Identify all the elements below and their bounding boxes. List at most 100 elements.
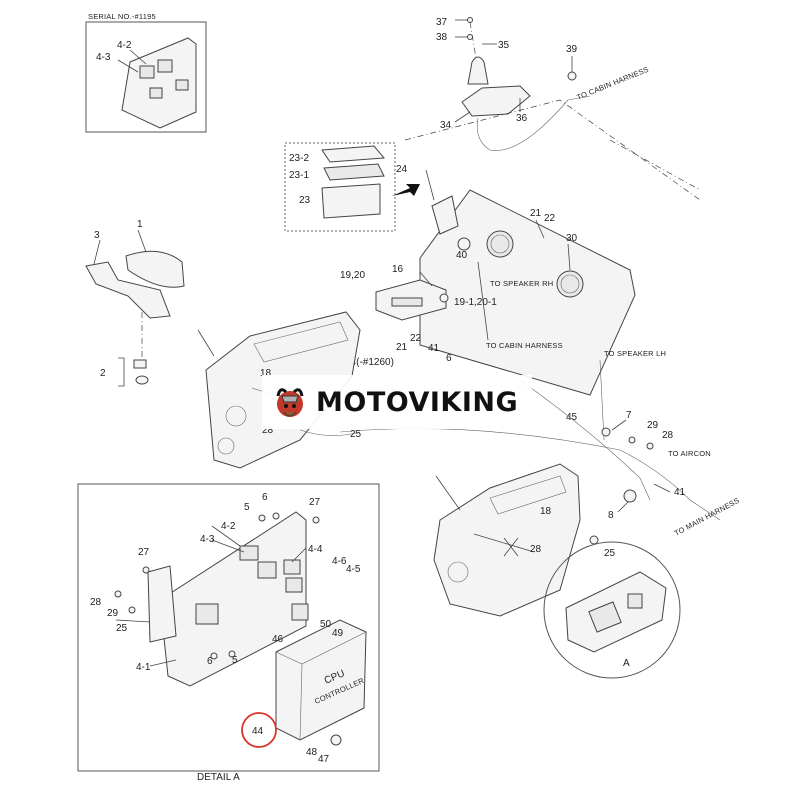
label-3: 3 xyxy=(94,230,100,241)
label-28-a: 28 xyxy=(262,425,274,436)
label-41-a: 41 xyxy=(428,343,440,354)
clip-2a xyxy=(133,359,147,369)
clip-2b xyxy=(135,375,149,385)
highlight-circle-44 xyxy=(241,712,277,748)
view-a: A xyxy=(543,541,681,679)
knob-19-1 xyxy=(439,293,449,303)
label-detail-6-b: 6 xyxy=(207,656,213,667)
label-2: 2 xyxy=(100,368,106,379)
label-34: 34 xyxy=(440,120,452,131)
label-40: 40 xyxy=(456,250,468,261)
label-37: 37 xyxy=(436,17,448,28)
label-detail-4-6: 4-6 xyxy=(332,556,347,567)
label-detail-27-b: 27 xyxy=(138,547,150,558)
label-45: 45 xyxy=(566,412,578,423)
detail-relay-4-6 xyxy=(285,577,303,593)
watermark-text: MOTOVIKING xyxy=(316,386,519,418)
label-detail-47: 47 xyxy=(318,754,330,765)
label-detail-4-2: 4-2 xyxy=(221,521,236,532)
label-28-c: 28 xyxy=(530,544,542,555)
label-detail-4-4: 4-4 xyxy=(308,544,323,555)
serial-bracket xyxy=(121,37,197,129)
note-cabin-harness-top: TO CABIN HARNESS xyxy=(575,65,650,102)
label-25-a: 25 xyxy=(350,429,362,440)
antenna-part-24 xyxy=(431,195,459,235)
view-a-label: A xyxy=(623,658,630,669)
lever-cover-1 xyxy=(125,250,185,288)
beacon-group: 37 38 35 39 34 36 TO CABIN HARNESS xyxy=(436,17,650,151)
radio-group: 19,20 16 19-1,20-1 22 21 41 6 54(-#1260) xyxy=(340,264,497,368)
label-39: 39 xyxy=(566,44,578,55)
label-8: 8 xyxy=(608,510,614,521)
detail-relay-4-3 xyxy=(257,561,277,579)
lever-body-3 xyxy=(85,261,171,319)
note-main-harness: TO MAIN HARNESS xyxy=(673,496,741,538)
label-detail-4-3: 4-3 xyxy=(200,534,215,545)
label-18-b: 18 xyxy=(540,506,552,517)
label-detail-29: 29 xyxy=(107,608,119,619)
detail-a-label: DETAIL A xyxy=(197,772,240,783)
detail-relay-4-4 xyxy=(283,559,301,575)
label-19-20: 19,20 xyxy=(340,270,365,281)
label-detail-4-5: 4-5 xyxy=(346,564,361,575)
label-1: 1 xyxy=(137,219,143,230)
label-23: 23 xyxy=(299,195,311,206)
label-6-a: 6 xyxy=(446,353,452,364)
label-22-b: 22 xyxy=(410,333,422,344)
bolt-group-right: 7 29 28 TO AIRCON 41 TO MAIN HARNESS xyxy=(601,410,741,538)
label-24: 24 xyxy=(396,164,408,175)
overhead-panel: 24 21 22 30 40 TO SPEAKER RH TO CABIN HA… xyxy=(396,164,666,441)
label-22-a: 22 xyxy=(544,213,556,224)
serial-relay-1 xyxy=(139,65,155,79)
watermark-banner: MOTOVIKING xyxy=(262,375,532,429)
note-aircon: TO AIRCON xyxy=(668,449,711,458)
fuse-box-frame xyxy=(284,142,396,232)
detail-relay-4-2 xyxy=(239,545,259,561)
label-28-b: 28 xyxy=(662,430,674,441)
label-30: 30 xyxy=(566,233,578,244)
detail-relay-50 xyxy=(291,603,309,621)
serial-relay-3 xyxy=(149,87,163,99)
detail-a: DETAIL A CPU CONTROLLER 5 6 27 4 xyxy=(77,483,380,783)
note-cabin-harness-mid: TO CABIN HARNESS xyxy=(486,341,563,350)
note-speaker-lh: TO SPEAKER LH xyxy=(604,349,666,358)
label-detail-44: 44 xyxy=(252,726,264,737)
label-detail-48: 48 xyxy=(306,747,318,758)
fuse-holder xyxy=(323,163,385,181)
label-detail-4-1: 4-1 xyxy=(136,662,151,673)
label-detail-27-a: 27 xyxy=(309,497,321,508)
serial-inset: SERIAL NO.-#1195 4-2 4-3 xyxy=(85,12,207,133)
label-38: 38 xyxy=(436,32,448,43)
label-54: 54(-#1260) xyxy=(345,357,394,368)
overhead-panel-body xyxy=(419,189,636,396)
label-29-a: 29 xyxy=(647,420,659,431)
label-23-2: 23-2 xyxy=(289,153,309,164)
label-detail-6-a: 6 xyxy=(262,492,268,503)
label-detail-5: 5 xyxy=(244,502,250,513)
fuse-box-inset: 23-2 23-1 23 xyxy=(284,142,420,232)
label-41-b: 41 xyxy=(674,487,686,498)
fuse-cover xyxy=(321,145,386,163)
label-detail-28: 28 xyxy=(90,597,102,608)
serial-relay-2 xyxy=(157,59,173,73)
label-detail-49: 49 xyxy=(332,628,344,639)
note-speaker-rh: TO SPEAKER RH xyxy=(490,279,553,288)
detail-side-bracket xyxy=(147,565,177,643)
label-18-a: 18 xyxy=(260,368,272,379)
detail-a-frame xyxy=(77,483,380,772)
detail-relay-4-1 xyxy=(195,603,219,625)
serial-label: SERIAL NO.-#1195 xyxy=(88,12,156,21)
label-23-1: 23-1 xyxy=(289,170,309,181)
plug-39 xyxy=(567,71,577,81)
label-36: 36 xyxy=(516,113,528,124)
viking-logo-icon xyxy=(276,388,304,417)
label-detail-46: 46 xyxy=(272,634,284,645)
label-25-b: 25 xyxy=(604,548,616,559)
serial-inset-frame xyxy=(85,21,207,133)
label-serial-4-2: 4-2 xyxy=(117,40,132,51)
fuse-box xyxy=(321,183,381,219)
label-35: 35 xyxy=(498,40,510,51)
label-detail-25: 25 xyxy=(116,623,128,634)
